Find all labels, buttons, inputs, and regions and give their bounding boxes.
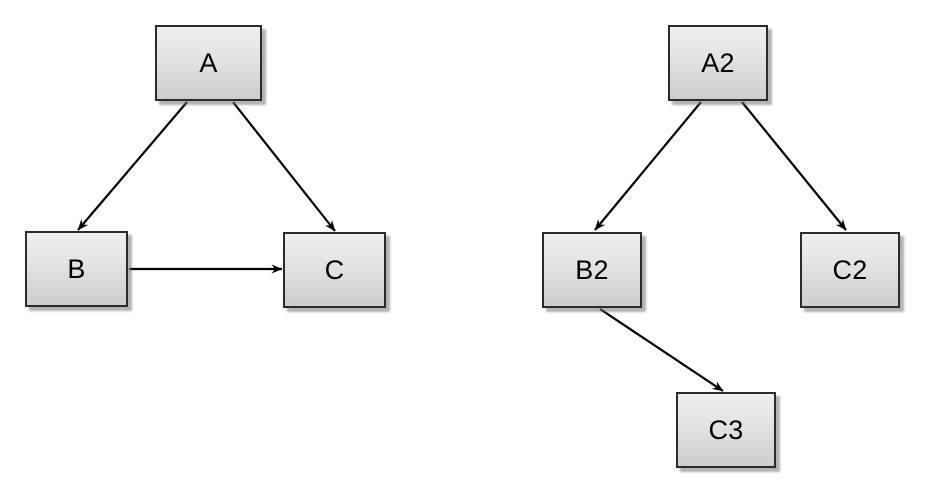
edge-a2-to-c2 — [741, 101, 847, 231]
node-label: B2 — [575, 254, 609, 285]
edge-b2-to-c3 — [599, 308, 724, 392]
node-c3[interactable]: C3 — [676, 392, 776, 468]
node-a[interactable]: A — [155, 25, 262, 101]
node-label: C2 — [832, 254, 868, 285]
edges-group — [77, 101, 847, 392]
node-a2[interactable]: A2 — [668, 25, 768, 101]
node-c[interactable]: C — [283, 232, 386, 308]
node-label: A2 — [701, 47, 735, 78]
edge-a-to-b — [77, 101, 188, 231]
node-label: C — [324, 254, 345, 285]
edge-a2-to-b2 — [594, 101, 702, 231]
node-c2[interactable]: C2 — [800, 232, 900, 308]
node-label: A — [199, 47, 218, 78]
node-b2[interactable]: B2 — [542, 232, 642, 308]
node-b[interactable]: B — [25, 231, 128, 307]
node-label: B — [67, 253, 86, 284]
edge-a-to-c — [232, 101, 336, 232]
node-label: C3 — [708, 414, 744, 445]
